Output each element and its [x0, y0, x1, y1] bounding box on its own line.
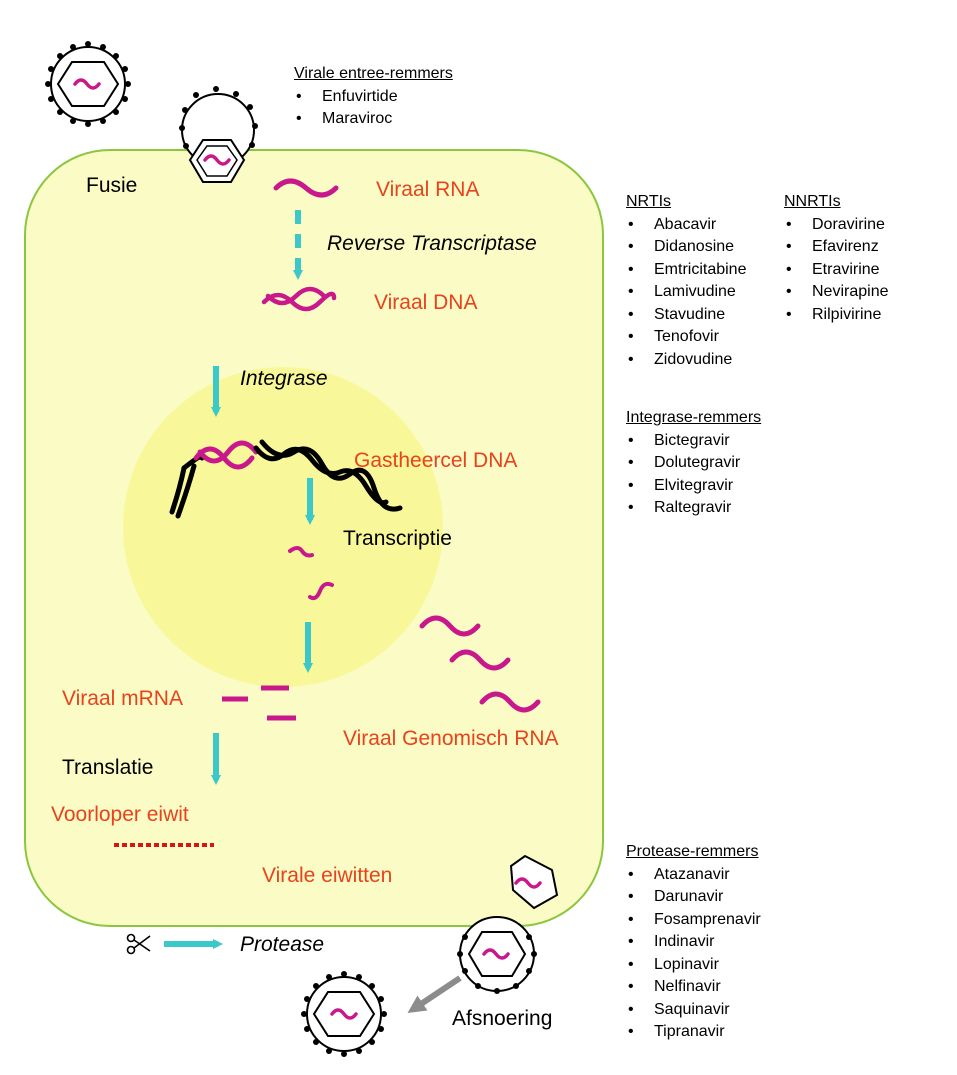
virion-top-left: [45, 41, 131, 127]
drug-item: Emtricitabine: [626, 259, 746, 282]
drug-item: Abacavir: [626, 214, 746, 237]
drug-item: Bictegravir: [626, 430, 761, 453]
release-arrow: [407, 975, 462, 1013]
drug-item: Tipranavir: [626, 1021, 761, 1044]
drug-item: Saquinavir: [626, 999, 761, 1022]
drug-item: Darunavir: [626, 886, 761, 909]
viral-dna-strand: [261, 286, 337, 312]
entry-inhibitor-title: Virale entree-remmers: [294, 65, 453, 82]
mrna-fragment: [308, 581, 334, 601]
viral-mrna-bars: [222, 685, 296, 721]
drug-item: Atazanavir: [626, 864, 761, 887]
drug-item: Enfuvirtide: [294, 86, 453, 109]
drug-item: Rilpivirine: [784, 304, 888, 327]
drug-item: Lamivudine: [626, 281, 746, 304]
drug-item: Etravirine: [784, 259, 888, 282]
drug-item: Elvitegravir: [626, 475, 761, 498]
entry-inhibitor-list: Virale entree-remmers Enfuvirtide Maravi…: [294, 63, 453, 131]
label-virale-eiwitten: Virale eiwitten: [262, 864, 393, 887]
label-translatie: Translatie: [62, 756, 154, 779]
drug-item: Lopinavir: [626, 954, 761, 977]
drug-item: Raltegravir: [626, 497, 761, 520]
drug-item: Dolutegravir: [626, 452, 761, 475]
label-viraal-dna: Viraal DNA: [374, 291, 478, 314]
integrase-inhibitor-list: Integrase-remmers Bictegravir Dolutegrav…: [626, 407, 761, 520]
nucleus: [123, 367, 443, 687]
label-fusie: Fusie: [86, 174, 138, 197]
host-dna: [169, 439, 403, 519]
genomic-rna-strand: [479, 691, 541, 713]
drug-item: Efavirenz: [784, 236, 888, 259]
assembling-capsid: [509, 854, 559, 910]
label-viraal-genomisch-rna: Viraal Genomisch RNA: [343, 727, 559, 750]
label-voorloper-eiwit: Voorloper eiwit: [51, 803, 189, 826]
drug-item: Stavudine: [626, 304, 746, 327]
virion-fusing: [179, 86, 258, 183]
drug-item: Nelfinavir: [626, 976, 761, 999]
drug-item: Indinavir: [626, 931, 761, 954]
drug-item: Zidovudine: [626, 349, 746, 372]
mrna-fragment: [288, 546, 314, 558]
protease-inhibitor-list: Protease-remmers Atazanavir Darunavir Fo…: [626, 841, 761, 1044]
genomic-rna-strand: [449, 649, 511, 671]
nnrti-title: NNRTIs: [784, 193, 841, 210]
drug-item: Tenofovir: [626, 326, 746, 349]
drug-item: Didanosine: [626, 236, 746, 259]
integrase-inhibitor-title: Integrase-remmers: [626, 409, 762, 426]
label-transcriptie: Transcriptie: [343, 527, 452, 550]
drug-item: Nevirapine: [784, 281, 888, 304]
budding-virion: [457, 916, 537, 994]
mature-virion: [301, 971, 387, 1057]
label-integrase: Integrase: [240, 367, 328, 390]
label-reverse-transcriptase: Reverse Transcriptase: [327, 232, 537, 255]
protease-inhibitor-title: Protease-remmers: [626, 843, 759, 860]
label-protease: Protease: [240, 933, 325, 956]
nrti-title: NRTIs: [626, 193, 672, 210]
nrti-list: NRTIs Abacavir Didanosine Emtricitabine …: [626, 191, 746, 371]
label-gastheercel-dna: Gastheercel DNA: [354, 449, 518, 472]
label-viraal-rna: Viraal RNA: [376, 178, 480, 201]
label-viraal-mrna: Viraal mRNA: [62, 687, 183, 710]
scissors-icon: [126, 933, 151, 955]
drug-item: Maraviroc: [294, 108, 453, 131]
genomic-rna-strand: [419, 615, 481, 637]
nnrti-list: NNRTIs Doravirine Efavirenz Etravirine N…: [784, 191, 888, 326]
viral-rna-strand: [273, 178, 339, 198]
drug-item: Doravirine: [784, 214, 888, 237]
drug-item: Fosamprenavir: [626, 909, 761, 932]
label-afsnoering: Afsnoering: [452, 1007, 553, 1030]
